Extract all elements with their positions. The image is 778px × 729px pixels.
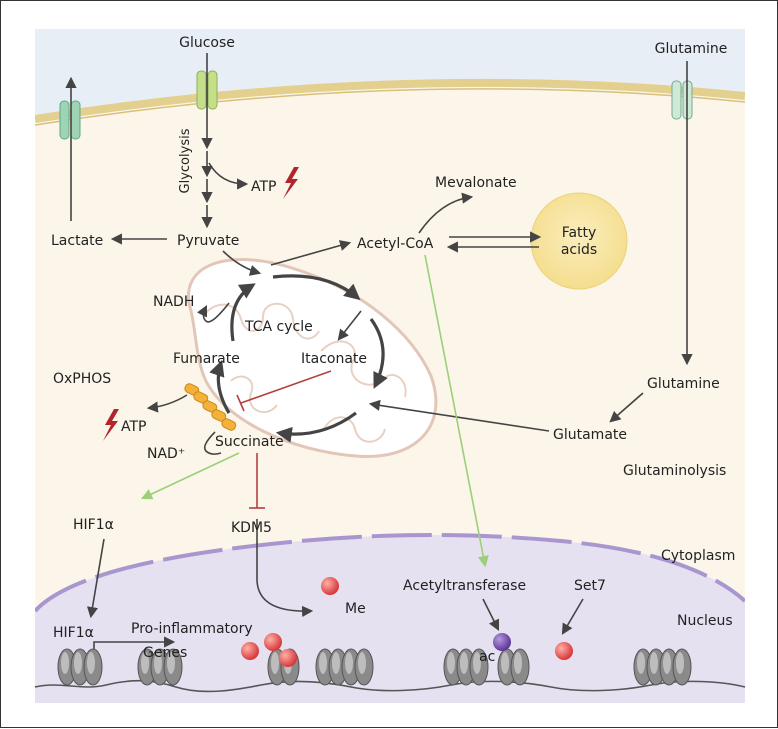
activation-arrows — [140, 254, 489, 568]
nucleosome-highlight — [271, 652, 279, 674]
oxphos-label: OxPHOS — [53, 371, 111, 387]
nucleosome-highlight — [663, 652, 671, 674]
tca-arrow-top — [272, 274, 361, 301]
acetyltransferase-arrow — [482, 598, 500, 632]
methyl-label: Me — [345, 601, 366, 617]
nucleosome-highlight — [650, 652, 658, 674]
tca-cycle-arrows — [209, 274, 388, 443]
glucose-label: Glucose — [179, 35, 235, 51]
nucleus-label: Nucleus — [677, 613, 733, 629]
nucleosome-highlight — [345, 652, 353, 674]
nadh-label: NADH — [153, 294, 194, 310]
genes-label: Genes — [143, 645, 187, 661]
hif1a-nucleus-label: HIF1α — [53, 625, 94, 641]
kdm5-demethylation-arrow — [256, 519, 314, 617]
lactate-label: Lactate — [51, 233, 103, 249]
acetyl-label: ac — [479, 649, 495, 665]
pyruvate-to-tca-arrow — [222, 250, 262, 276]
itaconate-inhibits-succinate-line — [240, 370, 332, 404]
pyruvate-label: Pyruvate — [177, 233, 239, 249]
nucleosome-highlight — [473, 652, 481, 674]
kdm5-label: KDM5 — [231, 520, 272, 536]
nucleosome-highlight — [514, 652, 522, 674]
nucleosome-highlight — [358, 652, 366, 674]
hif1a-cytoplasm-label: HIF1α — [73, 517, 114, 533]
tca-arrow-left-lower — [209, 359, 231, 414]
acetylcoa-to-acetyltransferase-arrow — [424, 254, 489, 568]
nucleosome-highlight — [676, 652, 684, 674]
glycolysis-label: Glycolysis — [178, 128, 193, 193]
nadh-arrow — [196, 302, 230, 323]
nuclear-envelope — [35, 533, 745, 613]
nucleosome-highlight — [61, 652, 69, 674]
succinate-to-hif1a-arrow — [140, 452, 240, 500]
tca-cycle-label: TCA cycle — [244, 319, 313, 335]
acetyl-coa-label: Acetyl-CoA — [357, 236, 434, 252]
acetyl-group-icon — [493, 633, 511, 651]
nucleosome-highlight — [87, 652, 95, 674]
tca-arrow-bottom — [275, 411, 357, 443]
acetyltransferase-label: Acetyltransferase — [403, 578, 526, 594]
nucleus-area — [35, 535, 745, 703]
glutamine-extracellular-label: Glutamine — [655, 41, 728, 57]
to-acetylcoa-arrow — [270, 240, 352, 266]
glutamine-to-glutamate-arrow — [609, 392, 644, 423]
fumarate-label: Fumarate — [173, 351, 240, 367]
glutamine-intracellular-label: Glutamine — [647, 376, 720, 392]
methyl-group-icon — [264, 633, 282, 651]
tca-arrow-left-upper — [230, 283, 256, 342]
to-itaconate-arrow — [337, 310, 362, 341]
plasma-membrane — [35, 78, 745, 123]
dna-strand — [34, 679, 746, 693]
nucleosome-highlight — [167, 652, 175, 674]
glutamate-label: Glutamate — [553, 427, 627, 443]
methyl-group-icon — [241, 642, 259, 660]
atp-production-arrow — [208, 162, 249, 190]
glutamate-to-tca-arrow — [368, 399, 550, 432]
glucose-transporter — [196, 70, 218, 110]
fatty-acids-label-line1: Fatty — [562, 225, 597, 241]
extracellular-area — [35, 29, 745, 119]
acetylcoa-to-mevalonate-arrow — [418, 192, 474, 234]
atp-top-label: ATP — [251, 179, 276, 195]
nucleosome-highlight — [637, 652, 645, 674]
methyl-group-free-icon — [321, 577, 339, 595]
atp-left-bolt-icon — [103, 409, 119, 441]
fatty-acid-droplet — [530, 192, 628, 290]
nucleosome-highlight — [154, 652, 162, 674]
nucleosome-highlight — [319, 652, 327, 674]
fatty-acids-label-line2: acids — [561, 242, 597, 258]
nucleosome-highlight — [460, 652, 468, 674]
inhibition-lines — [236, 370, 332, 509]
atp-top-bolt-icon — [283, 167, 299, 199]
nad-plus-arrow — [203, 431, 222, 455]
nucleosome-highlight — [141, 652, 149, 674]
nucleosome-highlight — [447, 652, 455, 674]
electron-transport-complex — [184, 383, 237, 431]
set7-methyl-group-icon — [555, 642, 573, 660]
itaconate-label: Itaconate — [301, 351, 367, 367]
glutaminolysis-label: Glutaminolysis — [623, 463, 726, 479]
itaconate-inhibition-bar — [236, 394, 245, 412]
hif1a-nuclear-translocation-arrow — [86, 538, 105, 619]
methyl-group-icon — [279, 649, 297, 667]
nucleosome-highlight — [501, 652, 509, 674]
cytoplasm-label: Cytoplasm — [661, 548, 735, 564]
pro-inflammatory-label: Pro-inflammatory — [131, 621, 253, 637]
tca-arrow-right — [369, 318, 388, 389]
mevalonate-label: Mevalonate — [435, 175, 517, 191]
plasma-membrane-inner — [35, 88, 745, 126]
nad-plus-label: NAD⁺ — [147, 446, 185, 462]
lactate-transporter — [59, 100, 81, 140]
succinate-label: Succinate — [215, 434, 284, 450]
nucleosome-highlight — [332, 652, 340, 674]
atp-synthesis-arrow — [146, 394, 188, 413]
atp-left-label: ATP — [121, 419, 146, 435]
set7-arrow — [561, 598, 584, 635]
set7-label: Set7 — [574, 578, 606, 594]
nucleosome-highlight — [74, 652, 82, 674]
